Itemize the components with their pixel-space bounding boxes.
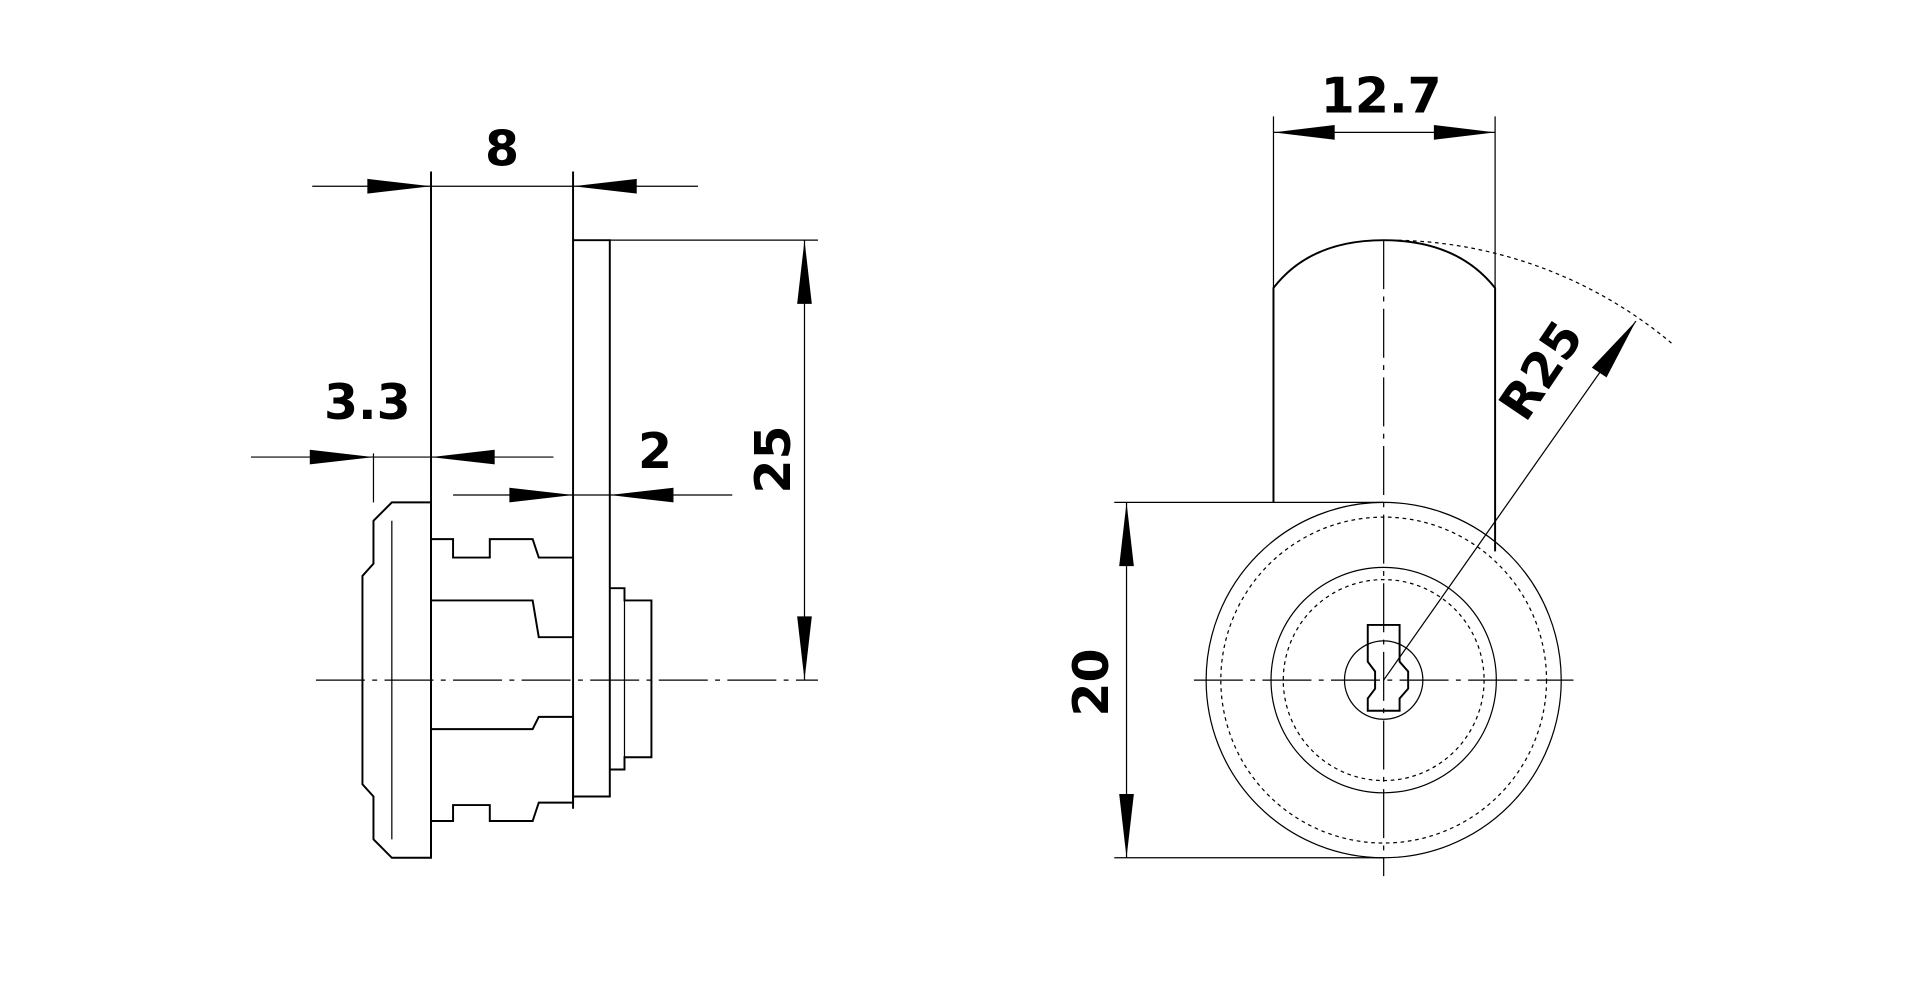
dimension-20: 20 bbox=[1063, 648, 1120, 716]
lock-body bbox=[431, 538, 575, 822]
keyway bbox=[1366, 623, 1410, 712]
arrow-icon bbox=[797, 240, 812, 304]
cam-plate bbox=[573, 239, 611, 798]
dimension-12-7: 12.7 bbox=[1321, 68, 1442, 125]
arrow-icon bbox=[1119, 794, 1134, 858]
dimension-3-3: 3.3 bbox=[324, 374, 411, 431]
arrow-icon bbox=[1591, 321, 1636, 378]
dimension-r25: R25 bbox=[1488, 311, 1594, 431]
arrow-icon bbox=[367, 178, 432, 194]
dimension-2: 2 bbox=[638, 423, 672, 480]
cam-swing-arc bbox=[1383, 239, 1672, 344]
radius-leader-line bbox=[1383, 320, 1637, 681]
arrow-icon bbox=[797, 616, 812, 681]
arrow-icon bbox=[1433, 124, 1496, 140]
arrow-icon bbox=[509, 487, 574, 503]
flange bbox=[361, 501, 432, 859]
dimension-25: 25 bbox=[745, 425, 802, 493]
nut bbox=[609, 587, 653, 771]
front-view: 12.7 20 R25 bbox=[1063, 68, 1672, 877]
arrow-icon bbox=[1119, 502, 1134, 567]
arrow-icon bbox=[1273, 124, 1335, 140]
arrow-icon bbox=[309, 449, 374, 465]
dimension-8: 8 bbox=[485, 120, 519, 177]
side-view: 8 3.3 2 25 bbox=[251, 120, 818, 859]
arrow-icon bbox=[573, 178, 637, 194]
arrow-icon bbox=[431, 449, 495, 465]
arrow-icon bbox=[609, 487, 674, 503]
